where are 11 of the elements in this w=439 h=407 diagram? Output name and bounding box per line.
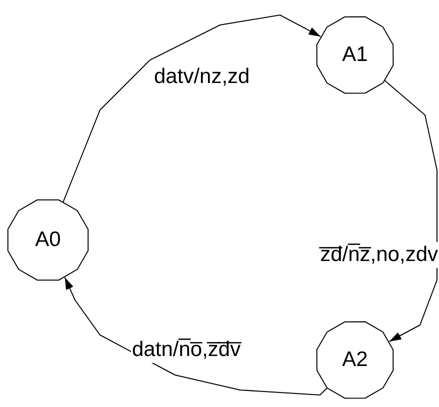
transition-arrow <box>384 80 438 342</box>
edge-label: datn/n̅o̅,z̅d̅v̅ <box>131 337 242 363</box>
state-label: A1 <box>341 43 369 67</box>
transition-arrow <box>64 276 328 396</box>
transition-arrow <box>62 14 322 202</box>
state-polygon <box>315 15 395 95</box>
state-label: A2 <box>341 348 369 372</box>
state-label: A0 <box>34 228 62 252</box>
edge-label: z̅d̅/n̅z̅,no,zdv <box>319 242 439 268</box>
state-polygon <box>6 198 90 282</box>
state-polygon <box>315 320 395 400</box>
